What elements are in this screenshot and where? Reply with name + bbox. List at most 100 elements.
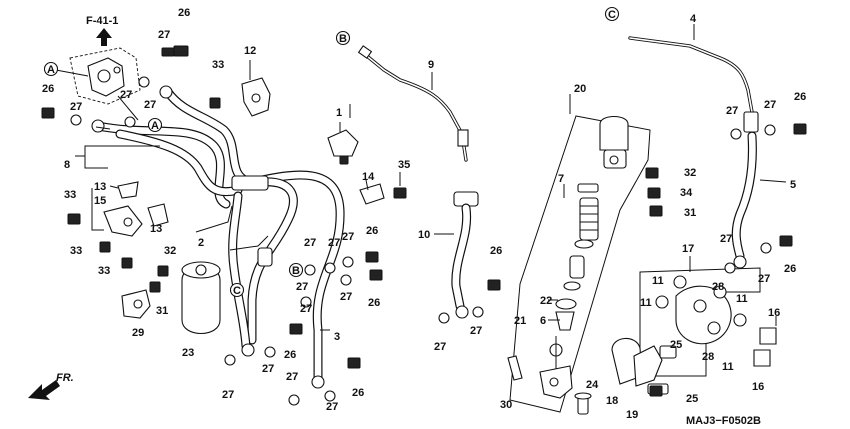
- figure-reference: F-41-1: [86, 15, 118, 27]
- callout-27: 27: [720, 233, 732, 245]
- callout-32: 32: [684, 167, 696, 179]
- callout-33: 33: [98, 265, 110, 277]
- callout-23: 23: [182, 347, 194, 359]
- callout-35: 35: [398, 159, 410, 171]
- callout-24: 24: [586, 379, 599, 391]
- callout-26: 26: [42, 83, 54, 95]
- callout-5: 5: [790, 179, 796, 191]
- diagram-code: MAJ3−F0502B: [686, 415, 761, 427]
- callout-20: 20: [574, 83, 586, 95]
- callout-27: 27: [764, 99, 776, 111]
- callout-12: 12: [244, 45, 256, 57]
- reference-bracket-group: [55, 47, 141, 121]
- front-label: FR.: [56, 372, 74, 384]
- callout-16: 16: [768, 307, 780, 319]
- callout-27: 27: [340, 291, 352, 303]
- callout-31: 31: [684, 207, 696, 219]
- callout-33: 33: [70, 245, 82, 257]
- callout-27: 27: [300, 303, 312, 315]
- callout-26: 26: [784, 263, 796, 275]
- callout-27: 27: [470, 325, 482, 337]
- callout-33: 33: [64, 189, 76, 201]
- callout-32: 32: [164, 245, 176, 257]
- front-brake-hoses: [91, 85, 345, 389]
- connector-b: B: [339, 33, 347, 45]
- callout-15: 15: [94, 195, 106, 207]
- callout-27: 27: [328, 237, 340, 249]
- callout-27: 27: [158, 29, 170, 41]
- direction-arrows: [28, 28, 112, 400]
- labels: F-41-1 MAJ3−F0502B FR. A A B B C C 1 2 3…: [42, 7, 806, 427]
- callout-27: 27: [304, 237, 316, 249]
- callout-8: 8: [64, 159, 70, 171]
- hose-clamps: [103, 181, 169, 237]
- callout-27: 27: [296, 281, 308, 293]
- connector-a: A: [151, 120, 159, 132]
- callout-26: 26: [490, 245, 502, 257]
- callout-19: 19: [626, 409, 638, 421]
- callout-26: 26: [366, 225, 378, 237]
- callout-2: 2: [198, 237, 204, 249]
- callout-27: 27: [222, 389, 234, 401]
- callout-26: 26: [178, 7, 190, 19]
- callout-27: 27: [262, 363, 274, 375]
- callout-34: 34: [680, 187, 693, 199]
- leader-lines: [75, 24, 787, 331]
- callout-30: 30: [500, 399, 512, 411]
- callout-22: 22: [540, 295, 552, 307]
- rear-pipes: [357, 36, 759, 269]
- callout-29: 29: [132, 327, 144, 339]
- callout-27: 27: [144, 99, 156, 111]
- front-arrow-icon: [28, 380, 60, 400]
- callout-27: 27: [342, 231, 354, 243]
- connector-c: C: [608, 9, 616, 21]
- connector-a: A: [47, 64, 55, 76]
- callout-25: 25: [686, 393, 698, 405]
- callout-1: 1: [336, 107, 342, 119]
- callout-28: 28: [702, 351, 714, 363]
- callout-6: 6: [540, 315, 546, 327]
- hose-10: [451, 191, 479, 319]
- callout-16: 16: [752, 381, 764, 393]
- callout-11: 11: [640, 297, 652, 309]
- master-cylinder-assembly: [507, 115, 651, 415]
- callout-26: 26: [284, 349, 296, 361]
- bracket-group-17: [611, 267, 777, 395]
- parts-drawing: [28, 6, 807, 415]
- callout-17: 17: [682, 243, 694, 255]
- callout-21: 21: [514, 315, 526, 327]
- callout-3: 3: [334, 331, 340, 343]
- callout-7: 7: [558, 173, 564, 185]
- up-arrow-icon: [96, 28, 112, 46]
- fasteners: [41, 45, 807, 406]
- callout-26: 26: [352, 387, 364, 399]
- callout-26: 26: [794, 91, 806, 103]
- callout-13: 13: [150, 223, 162, 235]
- callout-11: 11: [652, 275, 664, 287]
- callout-33: 33: [212, 59, 224, 71]
- callout-11: 11: [736, 293, 748, 305]
- upper-clamps: [241, 77, 385, 205]
- callout-28: 28: [712, 281, 724, 293]
- callout-26: 26: [368, 297, 380, 309]
- callout-27: 27: [758, 273, 770, 285]
- caliper-parts: [121, 261, 221, 334]
- callout-27: 27: [726, 105, 738, 117]
- callout-27: 27: [326, 401, 338, 413]
- connector-markers: [43, 6, 620, 298]
- callout-13: 13: [94, 181, 106, 193]
- callout-18: 18: [606, 395, 618, 407]
- callout-31: 31: [156, 305, 168, 317]
- connector-c: C: [233, 285, 241, 297]
- callout-11: 11: [722, 361, 734, 373]
- callout-25: 25: [670, 339, 682, 351]
- callout-27: 27: [434, 341, 446, 353]
- callout-9: 9: [428, 59, 434, 71]
- callout-10: 10: [418, 229, 430, 241]
- callout-27: 27: [70, 101, 82, 113]
- callout-27: 27: [286, 371, 298, 383]
- callout-27: 27: [120, 89, 132, 101]
- callout-4: 4: [690, 13, 697, 25]
- callout-14: 14: [362, 171, 375, 183]
